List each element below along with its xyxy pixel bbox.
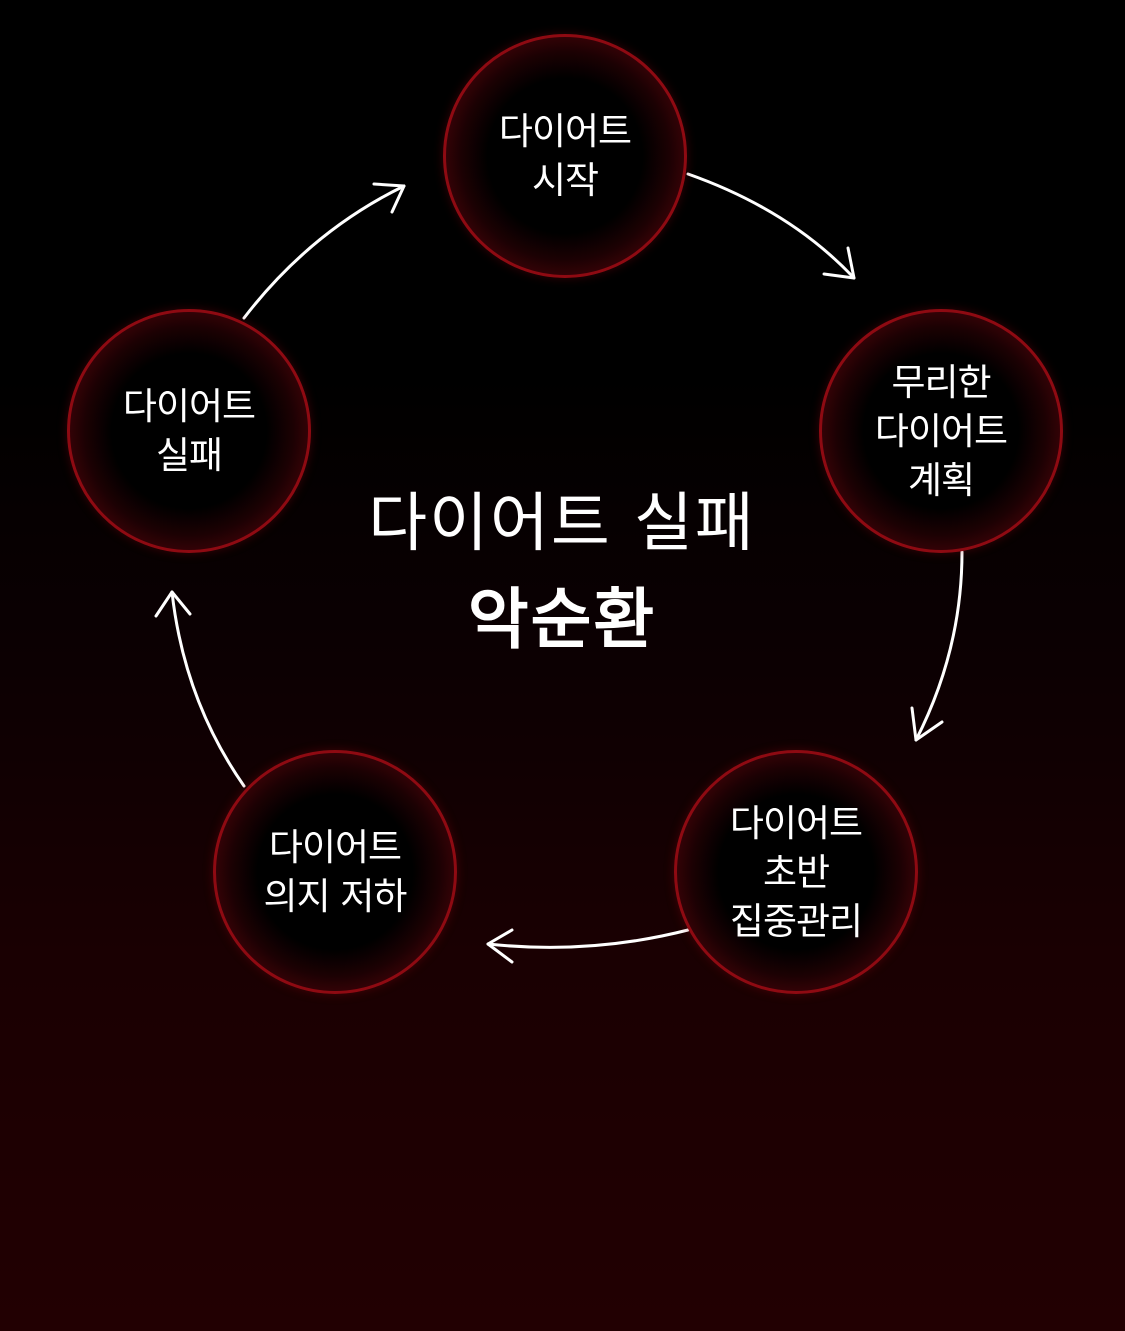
node-label-line: 의지 저하 bbox=[263, 875, 408, 918]
diagram-subtitle: 악순환 bbox=[467, 581, 657, 658]
diagram-title: 다이어트 실패 bbox=[368, 487, 756, 561]
node-diet-start: 다이어트 시작 bbox=[443, 34, 687, 278]
node-label-line: 무리한 bbox=[891, 360, 991, 404]
arrow-willpower-to-fail bbox=[154, 590, 246, 788]
arrow-head bbox=[486, 928, 514, 964]
node-excessive-plan: 무리한 다이어트 계획 bbox=[819, 309, 1063, 553]
arrow-line bbox=[170, 590, 246, 788]
arrow-fail-to-start bbox=[242, 182, 406, 320]
arrow-start-to-plan bbox=[686, 172, 856, 280]
node-label-line: 실패 bbox=[155, 434, 223, 477]
arrow-line bbox=[686, 172, 856, 280]
node-label-line: 다이어트 bbox=[122, 385, 256, 428]
arrow-line bbox=[486, 928, 690, 949]
node-label-line: 집중관리 bbox=[729, 899, 863, 943]
node-early-focus: 다이어트 초반 집중관리 bbox=[674, 750, 918, 994]
node-label-line: 초반 bbox=[762, 850, 830, 894]
node-label-line: 다이어트 bbox=[729, 801, 863, 845]
node-label-line: 다이어트 bbox=[498, 110, 632, 153]
arrow-head bbox=[822, 246, 856, 280]
arrow-focus-to-willpower bbox=[486, 928, 690, 964]
arrow-plan-to-focus bbox=[910, 550, 964, 742]
node-label-line: 시작 bbox=[531, 159, 599, 202]
arrow-head bbox=[910, 706, 944, 742]
arrow-line bbox=[242, 184, 406, 320]
node-label-line: 다이어트 bbox=[874, 409, 1008, 453]
arrow-head bbox=[154, 590, 192, 618]
node-label-line: 다이어트 bbox=[268, 826, 402, 869]
node-label-line: 계획 bbox=[907, 458, 975, 502]
node-diet-fail: 다이어트 실패 bbox=[67, 309, 311, 553]
arrow-line bbox=[914, 550, 964, 742]
node-willpower-drop: 다이어트 의지 저하 bbox=[213, 750, 457, 994]
arrow-head bbox=[372, 182, 406, 214]
